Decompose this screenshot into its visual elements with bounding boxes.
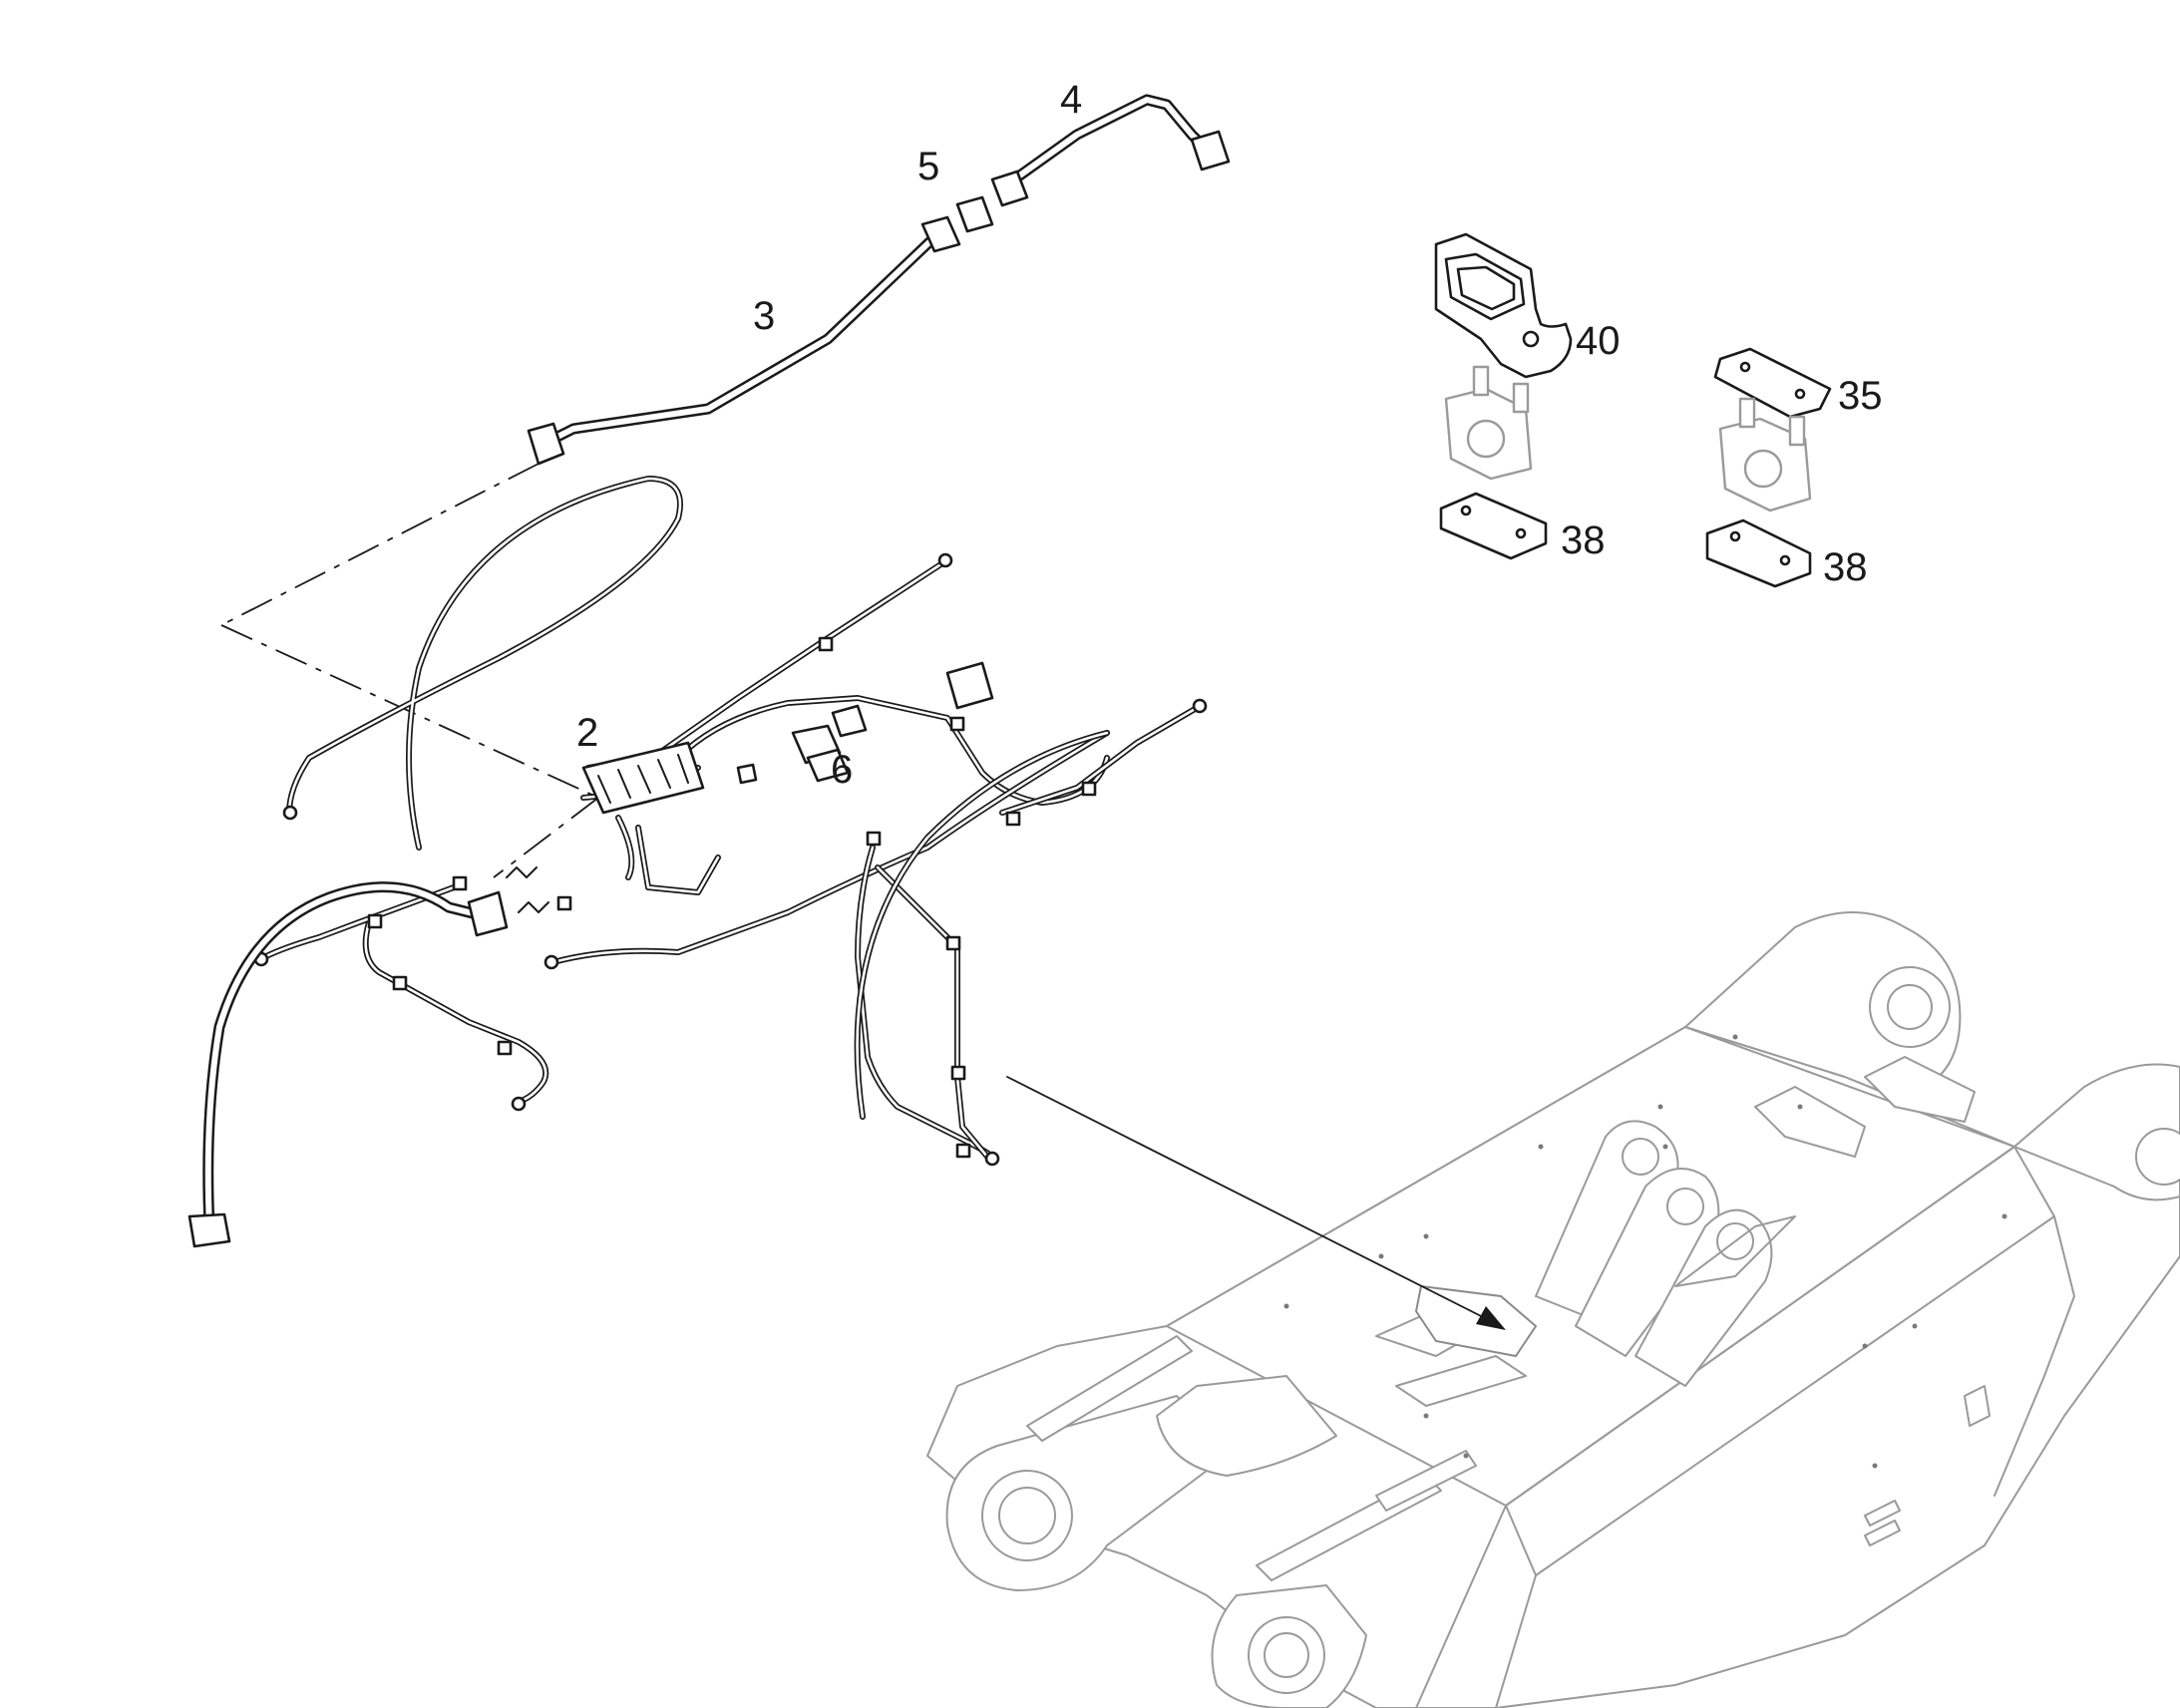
harness-2 (253, 476, 1208, 1167)
callout-35: 35 (1838, 374, 1883, 418)
boom-lower-pin-bore (1264, 1632, 1309, 1678)
dashed-leader-top (220, 463, 540, 626)
callout-38-right: 38 (1823, 545, 1868, 589)
boom-slot-3 (1864, 1520, 1901, 1546)
hose-4-end-fitting (1190, 130, 1231, 171)
hose-4-fitting-left (990, 170, 1029, 207)
callout-5: 5 (917, 145, 939, 188)
callout-38-left: 38 (1561, 518, 1606, 562)
isolated-clip (945, 661, 994, 710)
hose-3-fitting-right (920, 215, 961, 253)
boom-left-inner-lug (1156, 1375, 1337, 1477)
callout-6: 6 (831, 748, 853, 792)
mounting-arrow-line (1006, 1076, 1492, 1322)
boom-rail-1 (1026, 1335, 1193, 1442)
cable-end-top (937, 552, 953, 568)
small-clip (831, 704, 868, 738)
cable-clips (367, 636, 1097, 1159)
harness-drop-left (362, 919, 549, 1105)
boom-left-pin-bore (998, 1487, 1056, 1544)
cable-end-lower-left (544, 954, 559, 970)
thick-hose-end-top (467, 890, 509, 937)
boom-slot-1 (1964, 1385, 1991, 1427)
cable-end-top-right (1192, 698, 1208, 714)
boom-slot-2 (1864, 1500, 1901, 1527)
callout-3: 3 (753, 294, 775, 338)
boom-rear-top-bore (1887, 984, 1933, 1030)
callout-4: 4 (1060, 78, 1082, 122)
bracket-parts (1434, 232, 1832, 588)
boom-rear-right-bore (2135, 1128, 2180, 1186)
boom-structure (926, 911, 2180, 1708)
boom-mounting-plate (1414, 1284, 1538, 1358)
mounting-arrowhead (1476, 1306, 1506, 1330)
boom-rivets (1283, 1034, 2007, 1469)
hose-assembly (527, 94, 1231, 466)
cable-end-lower (511, 1096, 527, 1112)
hose-3 (538, 233, 938, 450)
callouts: 3 4 5 2 6 40 35 38 38 (576, 78, 1883, 792)
harness-drop-right-2 (875, 864, 990, 1160)
harness-right-branch (675, 695, 1110, 806)
bracket-6b (806, 748, 850, 783)
plate-35 (1713, 347, 1832, 419)
boom-rear-bracket (1754, 1086, 1866, 1158)
callout-40: 40 (1576, 319, 1621, 363)
tiny-nut (736, 763, 758, 785)
boom-rear-bracket-2 (1864, 1056, 1976, 1123)
thick-hose (187, 866, 549, 1248)
cable-tie-cluster (506, 866, 549, 913)
plate-38-left (1439, 492, 1548, 560)
fitting-5 (955, 195, 994, 233)
callout-2: 2 (576, 711, 598, 755)
harness-drop-right (855, 845, 995, 1160)
plate-38-right (1705, 518, 1812, 588)
dashed-leader-bottom (493, 797, 599, 878)
thick-hose-body (202, 881, 495, 1232)
boom-rail-3 (1375, 1450, 1477, 1512)
hose-end-fitting-left (527, 422, 565, 466)
cable-end-left (282, 805, 298, 821)
thick-hose-end-bottom (187, 1212, 231, 1248)
cable-end-bottom-right (984, 1151, 1000, 1167)
